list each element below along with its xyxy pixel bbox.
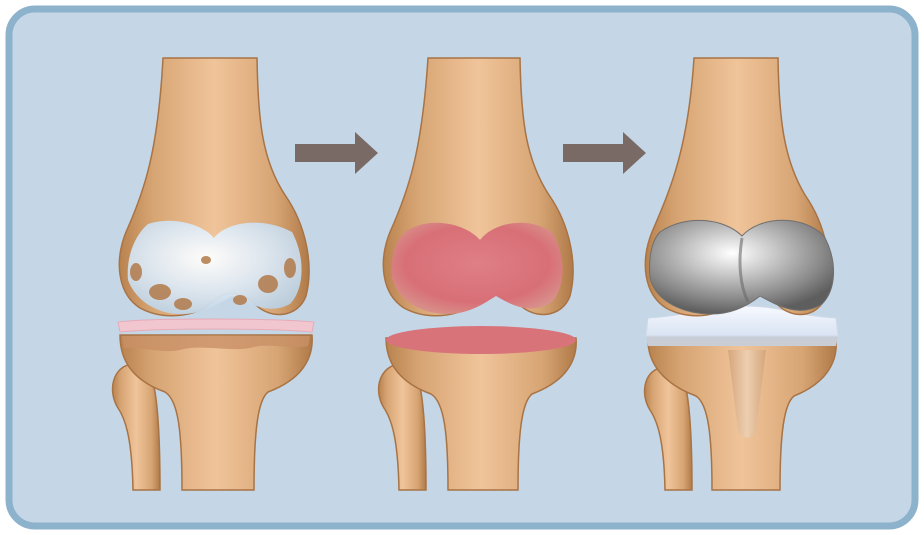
tibia-cut-surface	[386, 326, 576, 354]
tibial-tray-metal	[646, 336, 838, 346]
